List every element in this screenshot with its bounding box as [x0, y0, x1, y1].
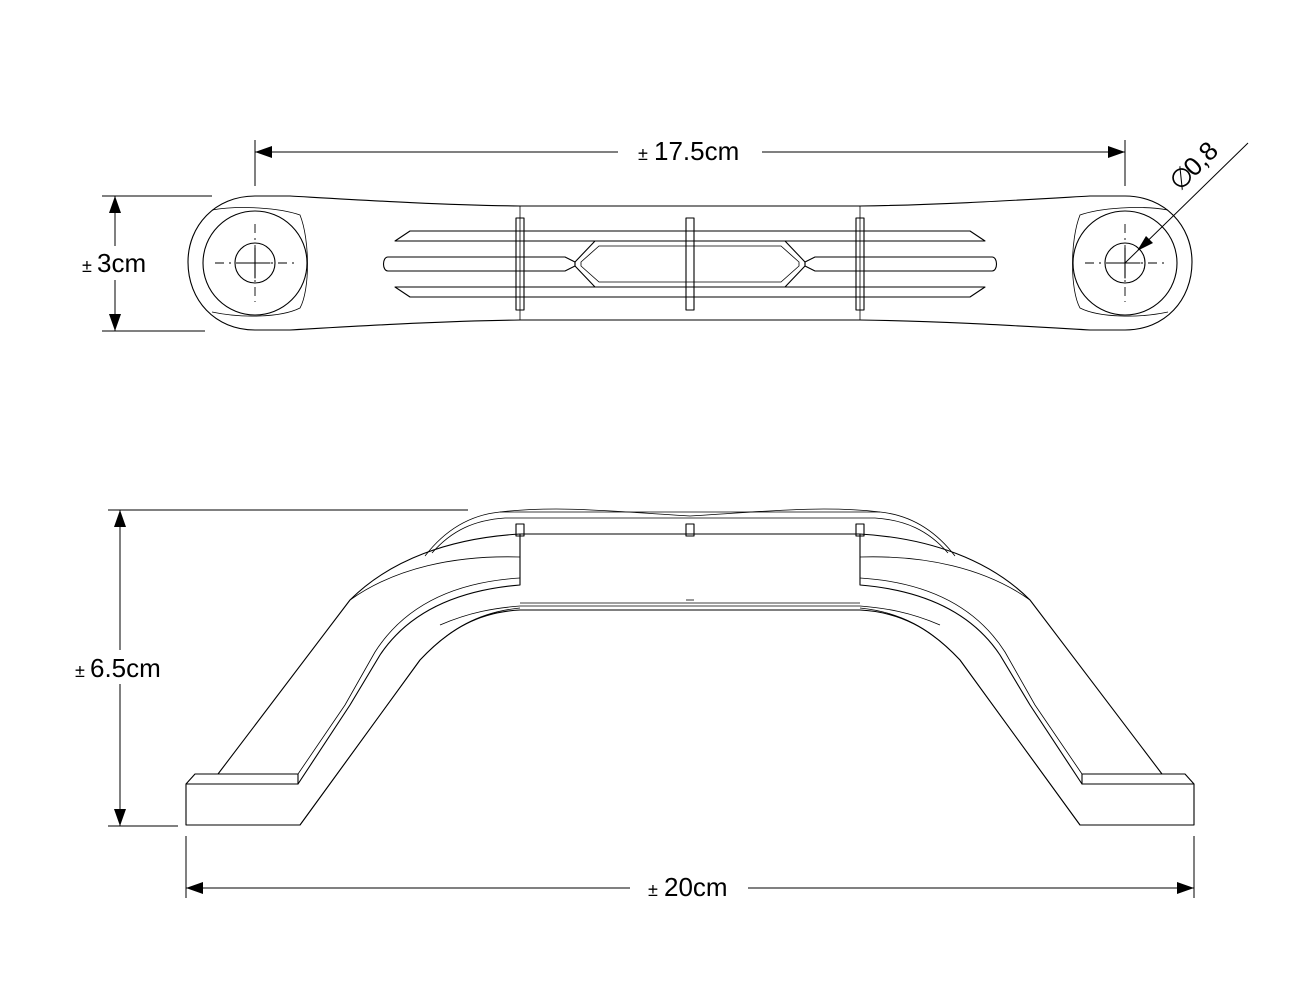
side-view: ± 6.5cm ± 20cm — [72, 508, 1195, 905]
left-mount-hole — [202, 207, 308, 317]
top-view: ± 17.5cm ± 3cm ∅ 0,8 — [80, 132, 1249, 332]
top-height-dimension: ± 3cm — [80, 195, 212, 332]
top-height-symbol: ± — [82, 256, 92, 276]
right-mount-hole — [1072, 207, 1178, 317]
top-width-dimension: ± 17.5cm — [254, 132, 1126, 186]
top-view-outline — [187, 195, 1193, 331]
side-height-symbol: ± — [75, 661, 85, 681]
hole-diameter-dimension: ∅ 0,8 — [1124, 135, 1249, 264]
top-height-label: 3cm — [97, 248, 146, 278]
side-height-dimension: ± 6.5cm — [72, 509, 468, 827]
top-width-label: 17.5cm — [654, 136, 739, 166]
grip-ribs — [382, 206, 998, 320]
side-width-label: 20cm — [664, 872, 728, 902]
side-height-label: 6.5cm — [90, 653, 161, 683]
side-view-outline — [185, 533, 1195, 826]
side-width-dimension: ± 20cm — [185, 836, 1195, 905]
top-width-symbol: ± — [638, 144, 648, 164]
side-width-symbol: ± — [648, 880, 658, 900]
